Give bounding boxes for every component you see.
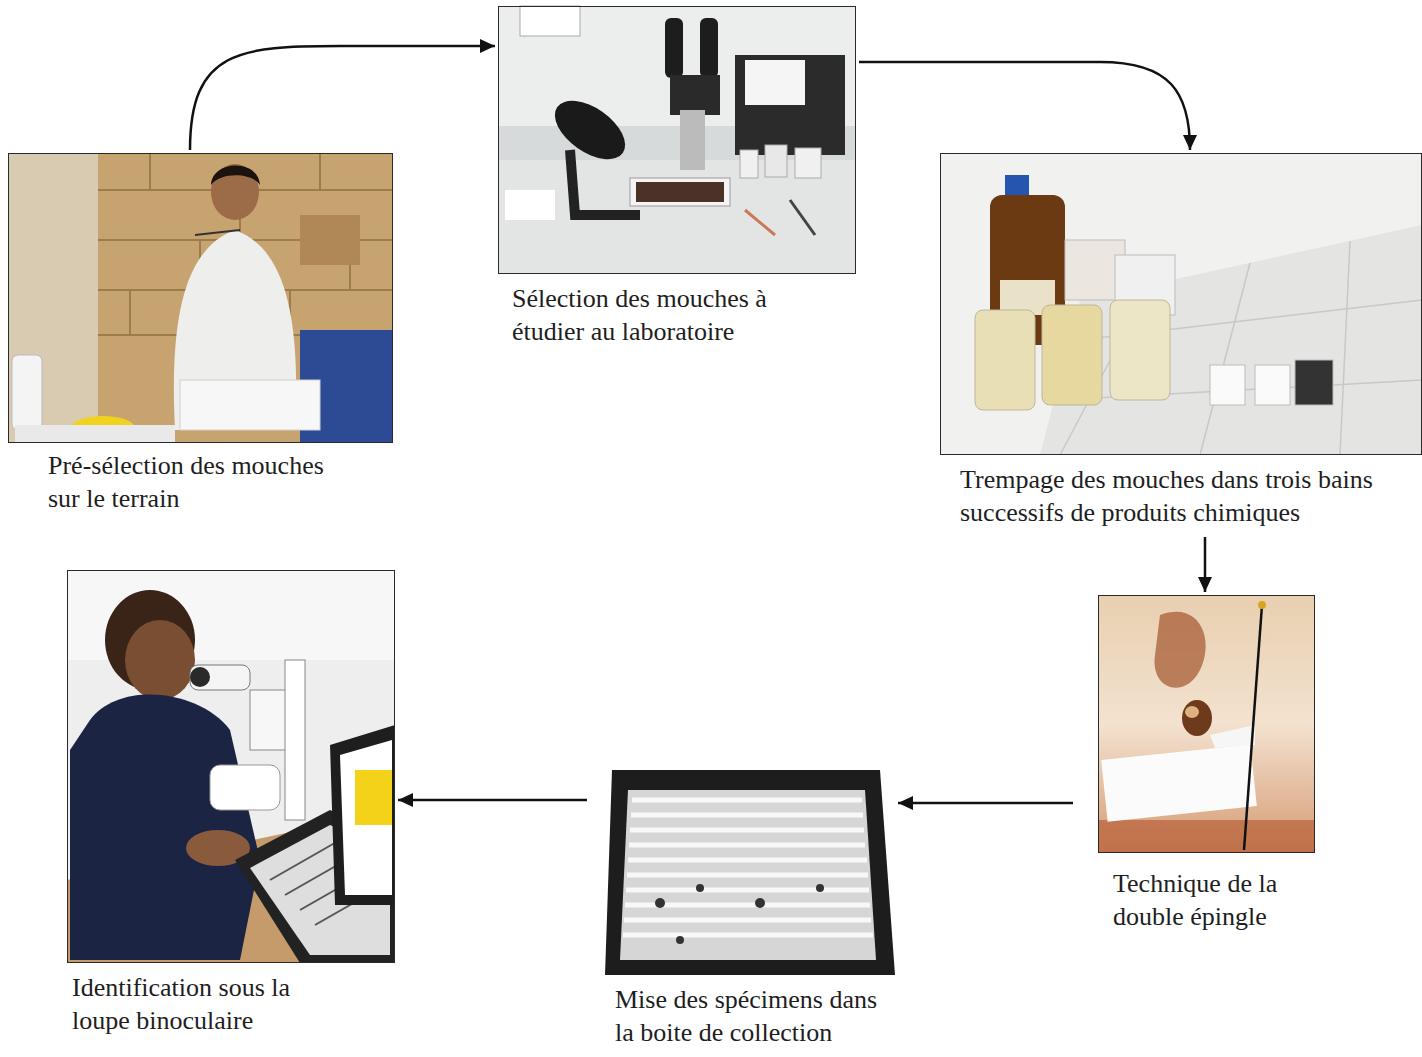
photo-step: Mise des spécimens dans la boite de coll…	[605, 770, 895, 1049]
arrowhead	[480, 39, 495, 53]
identification-photo	[67, 570, 395, 963]
photo-step: Technique de la double épingle	[1098, 595, 1315, 933]
photo-step: Pré-sélection des mouches sur le terrain	[8, 153, 393, 515]
arrowhead	[1198, 577, 1212, 592]
flow-arrow	[190, 39, 495, 150]
photo-step: Trempage des mouches dans trois bains su…	[940, 153, 1422, 529]
step-caption: Sélection des mouches à étudier au labor…	[512, 282, 802, 348]
flow-arrow	[859, 62, 1197, 150]
flow-arrow	[1198, 537, 1212, 592]
arrowhead	[898, 796, 913, 810]
photo-frame	[1098, 595, 1315, 853]
photo-frame	[940, 153, 1422, 455]
step-caption: Trempage des mouches dans trois bains su…	[960, 463, 1410, 529]
flow-line	[898, 802, 1073, 805]
chemicals-photo	[940, 153, 1422, 455]
photo-frame	[8, 153, 393, 443]
step-caption: Pré-sélection des mouches sur le terrain	[48, 449, 348, 515]
field-photo	[8, 153, 393, 443]
lab-photo	[498, 6, 856, 274]
flow-arrow	[398, 793, 587, 807]
step-caption: Mise des spécimens dans la boite de coll…	[615, 983, 890, 1049]
step-caption: Technique de la double épingle	[1113, 867, 1313, 933]
photo-frame	[67, 570, 395, 963]
arrowhead	[1183, 135, 1197, 150]
step-caption: Identification sous la loupe binoculaire	[72, 971, 317, 1037]
flow-line	[190, 46, 495, 150]
pin-photo	[1098, 595, 1315, 853]
flow-line	[398, 799, 587, 802]
photo-frame	[498, 6, 856, 274]
flow-line	[859, 62, 1190, 150]
collection-box-photo	[605, 770, 895, 975]
arrowhead	[398, 793, 413, 807]
photo-step: Sélection des mouches à étudier au labor…	[498, 6, 856, 348]
photo-step: Identification sous la loupe binoculaire	[67, 570, 395, 1037]
flow-arrow	[898, 796, 1073, 810]
photo-frame	[605, 770, 895, 975]
